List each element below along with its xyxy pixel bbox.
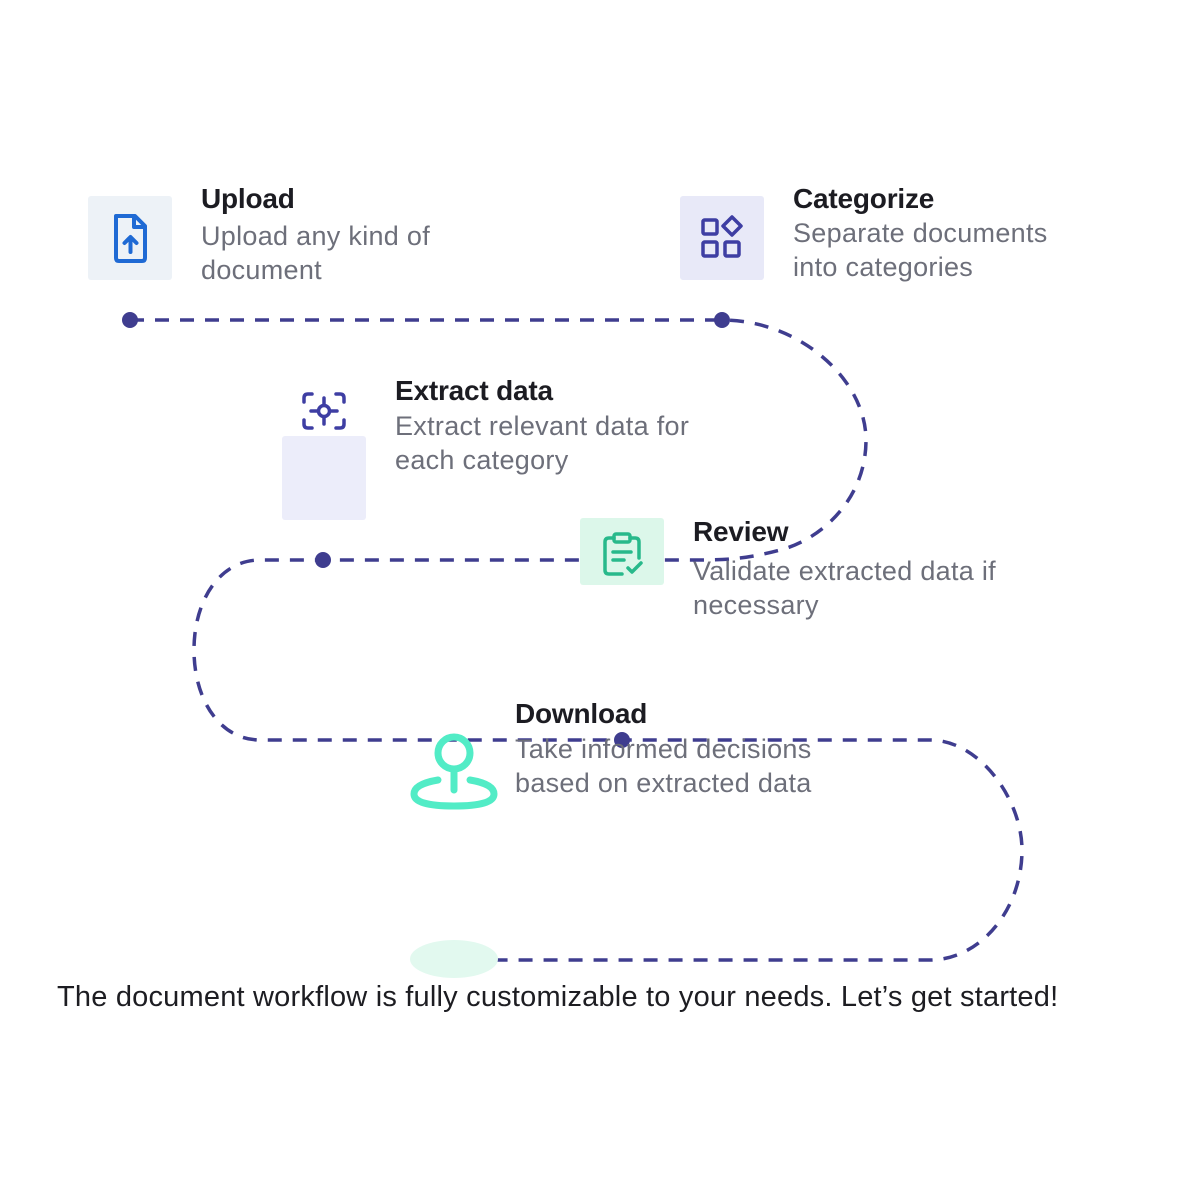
extract-title: Extract data <box>395 375 553 406</box>
extract-node <box>315 552 331 568</box>
review-description: Validate extracted data if necessary <box>693 556 996 620</box>
categorize-tile <box>680 196 764 280</box>
categories-icon <box>701 215 743 258</box>
focus-scan-icon <box>302 392 346 430</box>
extract-tile <box>282 436 366 520</box>
workflow-dashed-line <box>130 318 1024 962</box>
review-title: Review <box>693 516 789 547</box>
categorize-node <box>714 312 730 328</box>
clipboard-check-icon <box>603 532 643 576</box>
download-node <box>614 732 630 748</box>
categorize-description: Separate documents into categories <box>793 218 1048 282</box>
download-description: Take informed decisions based on extract… <box>515 734 812 798</box>
extract-description: Extract relevant data for each category <box>395 411 690 475</box>
footer-message: The document workflow is fully customiza… <box>57 981 1059 1013</box>
upload-title: Upload <box>201 183 295 214</box>
upload-description: Upload any kind of document <box>201 221 431 285</box>
file-upload-icon <box>114 214 147 263</box>
upload-node <box>122 312 138 328</box>
download-title: Download <box>515 698 648 729</box>
categorize-title: Categorize <box>793 183 935 214</box>
workflow-end-marker <box>410 940 498 978</box>
location-pin-icon <box>410 733 498 810</box>
